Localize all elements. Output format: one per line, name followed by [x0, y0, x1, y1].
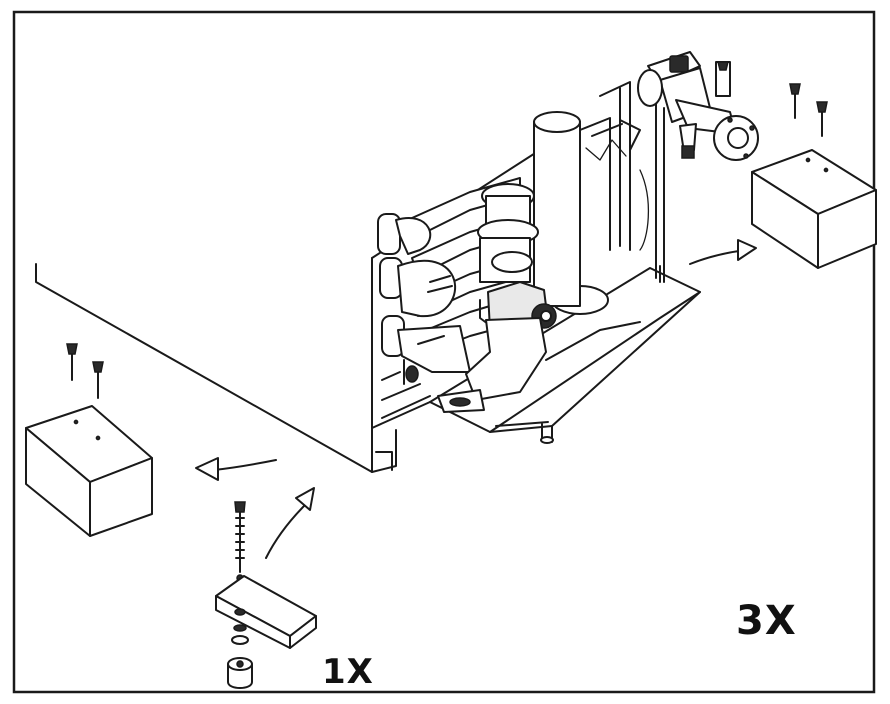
screw-icon: [66, 343, 104, 399]
quantity-label-front: 1X: [322, 652, 374, 692]
front-leg-assembly: [215, 501, 317, 689]
quantity-label-rear: 3X: [736, 598, 797, 644]
right-wooden-block: [751, 149, 877, 269]
left-wooden-block: [25, 405, 153, 537]
arrow-icon: [689, 239, 757, 265]
gas-valve: [637, 51, 759, 161]
screw-icon: [789, 83, 828, 137]
arrow-icon: [265, 487, 315, 559]
arrow-icon: [195, 457, 277, 481]
center-column: [437, 111, 641, 413]
diagram-frame: [12, 10, 876, 694]
back-panel: [585, 81, 665, 283]
